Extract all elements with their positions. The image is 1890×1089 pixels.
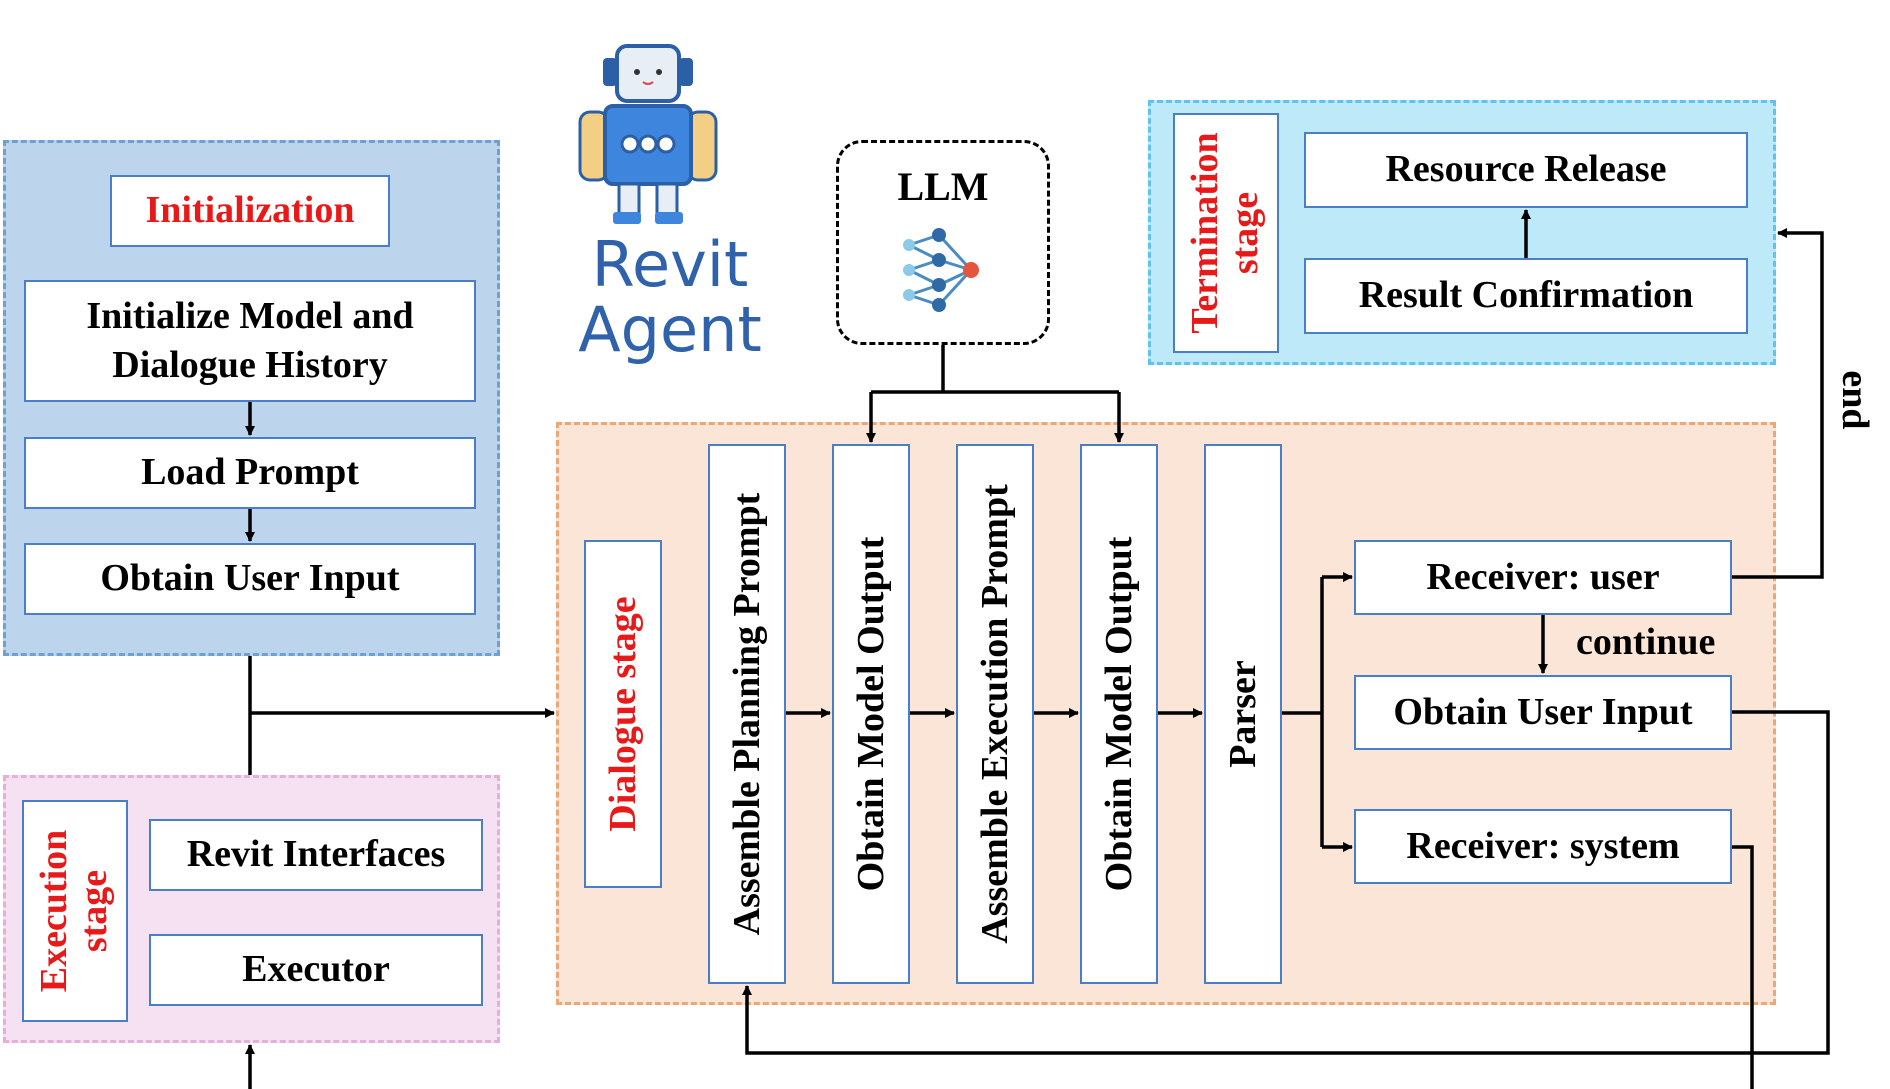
arrow-user-input-loop [742, 710, 1830, 1055]
arrow-end-to-termination [1732, 228, 1824, 579]
initialization-title: Initialization [110, 175, 390, 247]
edge-label-continue: continue [1576, 621, 1716, 663]
term-step-result-confirmation: Result Confirmation [1304, 258, 1748, 334]
exec-step-revit-interfaces: Revit Interfaces [149, 819, 483, 891]
init-step-load-prompt: Load Prompt [24, 437, 476, 509]
dialogue-title-box: Dialogue stage [584, 540, 662, 888]
column-obtain-model-output-1: Obtain Model Output [832, 444, 910, 984]
arrow-system-to-executor [245, 845, 1754, 1089]
receiver-system: Receiver: system [1354, 809, 1732, 884]
robot-label-line1: Revit [591, 228, 749, 301]
column-assemble-execution-prompt: Assemble Execution Prompt [956, 444, 1034, 984]
column-obtain-model-output-2: Obtain Model Output [1080, 444, 1158, 984]
column-parser: Parser [1204, 444, 1282, 984]
robot-label-line2: Agent [578, 293, 762, 367]
init-step-obtain-user-input: Obtain User Input [24, 543, 476, 615]
robot-icon [578, 44, 718, 224]
column-assemble-planning-prompt: Assemble Planning Prompt [708, 444, 786, 984]
execution-title-box: Execution stage [22, 800, 128, 1022]
robot-label: Revit Agent [560, 232, 780, 362]
neural-network-icon [903, 228, 979, 312]
receiver-user: Receiver: user [1354, 540, 1732, 615]
llm-label: LLM [897, 164, 989, 209]
term-step-resource-release: Resource Release [1304, 132, 1748, 208]
termination-title-box: Termination stage [1173, 113, 1279, 353]
llm-box: LLM [836, 140, 1050, 345]
exec-step-executor: Executor [149, 934, 483, 1006]
init-step-initialize-model: Initialize Model and Dialogue History [24, 280, 476, 402]
receiver-obtain-user-input: Obtain User Input [1354, 675, 1732, 750]
